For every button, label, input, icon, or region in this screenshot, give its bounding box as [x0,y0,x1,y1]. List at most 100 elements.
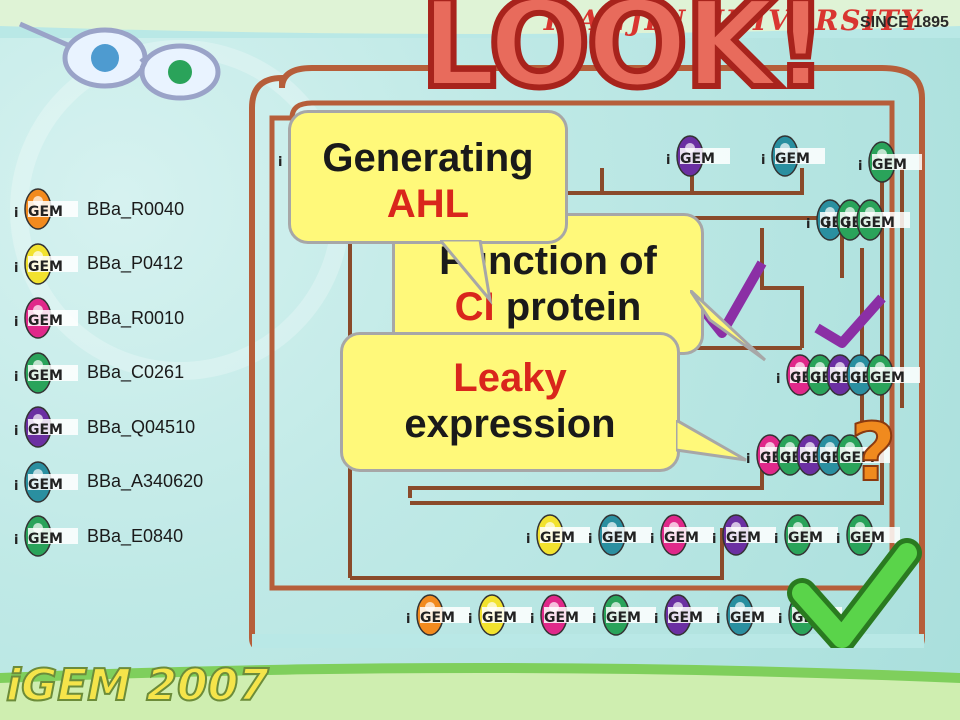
svg-text:i: i [14,370,18,385]
svg-text:i: i [14,533,18,548]
svg-text:GEM: GEM [28,531,63,547]
generating-bubble-tail [440,240,493,306]
legend-label: BBa_A340620 [87,471,204,492]
svg-text:GEM: GEM [606,610,641,626]
generating-bubble: Generating AHL [288,110,568,244]
svg-text:GEM: GEM [840,450,875,466]
svg-text:GEM: GEM [680,151,715,167]
svg-text:i: i [406,612,410,627]
svg-text:GEM: GEM [730,610,765,626]
svg-text:GEM: GEM [540,530,575,546]
since-label: SINCE 1895 [860,14,949,31]
legend-item: i GEM BBa_R0010 [10,291,203,346]
svg-text:i: i [774,532,778,547]
leaky-bubble-tail [676,420,747,462]
svg-text:i: i [796,372,800,387]
svg-text:i: i [806,217,810,232]
generating-line1: Generating [322,136,534,180]
glasses-icon [18,21,221,101]
svg-text:GEM: GEM [28,259,63,275]
svg-text:i: i [14,424,18,439]
svg-text:i: i [14,206,18,221]
svg-text:GEM: GEM [28,422,63,438]
svg-text:i: i [530,612,534,627]
igem-logo-icon: i GEM [10,296,82,340]
svg-text:i: i [858,159,862,174]
cell-wall-inner [269,100,895,591]
leaky-line1: Leaky [453,356,567,400]
part-clusters: iGEMiGEMiGEMiGEMiGEMiGEMiGEMiGEMiGEMiGEM… [278,135,922,636]
svg-text:i: i [826,217,830,232]
legend-item: i GEM BBa_C0261 [10,346,203,401]
igem-logo-icon: i GEM [761,135,825,177]
svg-text:i: i [654,612,658,627]
igem-logo-icon: i GEM [10,242,82,286]
igem-logo-icon: i GEM [846,199,910,241]
igem-logo-icon: i GEM [666,135,730,177]
svg-text:i: i [592,612,596,627]
legend-label: BBa_R0010 [87,307,185,328]
university-name: TIANJIN UNIVERSITY [540,4,923,37]
svg-text:GEM: GEM [870,370,905,386]
svg-text:i: i [836,532,840,547]
svg-text:GEM: GEM [28,313,63,329]
legend-label: BBa_P0412 [87,253,184,274]
part-cluster: i GEM [666,135,730,177]
igem-logo-icon: i GEM [468,594,532,636]
legend-item: i GEM BBa_Q04510 [10,400,203,455]
svg-text:i: i [278,155,282,170]
svg-text:i: i [14,261,18,276]
check-green-large-fill [792,543,917,648]
igem-logo-icon: i GEM [826,434,890,476]
svg-text:i: i [846,217,850,232]
svg-text:GEM: GEM [544,610,579,626]
svg-text:i: i [14,315,18,330]
igem-logo-icon: i GEM [592,594,656,636]
part-cluster: i GEM [761,135,825,177]
svg-text:i: i [761,153,765,168]
question-mark-icon: ? [850,406,896,499]
svg-text:GEM: GEM [775,151,810,167]
svg-text:i: i [786,452,790,467]
svg-text:i: i [712,532,716,547]
svg-text:GEM: GEM [850,530,885,546]
igem-logo-icon: i GEM [654,594,718,636]
svg-text:i: i [650,532,654,547]
svg-text:GEM: GEM [28,368,63,384]
igem-logo-icon: i GEM [716,594,780,636]
igem-logo-icon: i GEM [774,514,838,556]
legend-item: i GEM BBa_P0412 [10,237,203,292]
svg-text:GEM: GEM [726,530,761,546]
svg-text:GEM: GEM [668,610,703,626]
check-purple-2 [814,294,886,348]
svg-text:i: i [776,372,780,387]
svg-text:i: i [806,452,810,467]
svg-text:GEM: GEM [482,610,517,626]
legend-label: BBa_C0261 [87,362,185,383]
svg-text:i: i [746,452,750,467]
svg-text:i: i [588,532,592,547]
legend-label: BBa_Q04510 [87,416,196,437]
svg-text:i: i [666,153,670,168]
footer-brand: iGEM 2007 [5,659,270,712]
leaky-bubble: Leaky expression [340,332,680,472]
svg-text:i: i [778,612,782,627]
svg-text:GEM: GEM [860,215,895,231]
svg-text:i: i [826,452,830,467]
legend-label: BBa_R0040 [87,198,185,219]
svg-text:i: i [14,479,18,494]
svg-text:GEM: GEM [788,530,823,546]
